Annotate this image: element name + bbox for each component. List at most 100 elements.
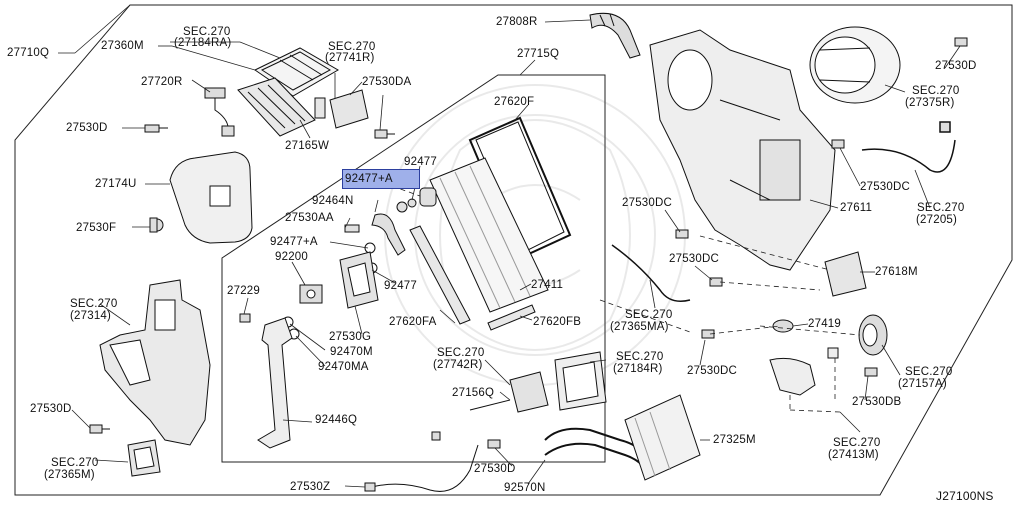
part-label-92470ma: 92470MA [318,361,369,373]
sec-label-27157a: SEC.270 [905,366,953,378]
air-filter-part [237,77,316,137]
part-label-27808r: 27808R [496,16,538,28]
part-label-27530dc-b: 27530DC [622,197,672,209]
sec-label-27184ra: SEC.270 [183,26,231,38]
sec-label-27205: SEC.270 [917,202,965,214]
part-label-27530dc-d: 27530DC [687,365,737,377]
part-label-27611: 27611 [840,202,873,214]
bracket-part [314,89,369,129]
sec-label-27413m: SEC.270 [833,437,881,449]
blower-motor-part [809,26,901,104]
screw-part [239,313,251,323]
leader-lines [58,4,961,488]
part-label-27530db: 27530DB [852,396,902,408]
assembly-frame-outer [14,4,1013,496]
clip-part [149,217,164,233]
part-label-27530f: 27530F [76,222,117,234]
part-label-27620fa: 27620FA [389,316,437,328]
filter-panel-part [554,351,607,411]
sec-ref-27184ra: (27184RA) [174,37,232,49]
part-label-27360m: 27360M [101,40,144,52]
foam-seal-part [589,12,641,59]
part-label-92464n: 92464N [312,195,354,207]
part-label-27229: 27229 [227,285,260,297]
part-label-27174u: 27174U [95,178,137,190]
sec-ref-27205: (27205) [916,214,958,226]
mode-actuator-part [824,251,867,297]
sec-ref-27741r: (27741R) [325,52,375,64]
sensor-bracket-part [204,87,235,137]
part-label-27156q: 27156Q [452,387,495,399]
sec-label-27314: SEC.270 [70,298,118,310]
part-label-92477a: 92477+A [270,236,318,248]
screw-part [487,439,501,449]
part-label-92477-b: 92477 [384,280,417,292]
part-label-92200: 92200 [275,251,308,263]
sec-ref-27365m: (27365M) [44,469,95,481]
part-label-27530d-c: 27530D [474,463,516,475]
sec-ref-27375r: (27375R) [905,97,955,109]
part-label-27530dc-a: 27530DC [860,181,910,193]
sec-ref-27365ma: (27365MA) [610,321,669,333]
part-label-27715q: 27715Q [517,48,560,60]
screw-part [89,424,110,434]
subassembly-frame-inner [221,74,606,463]
part-label-27530g: 27530G [329,331,372,343]
part-label-27530d-b: 27530D [30,403,72,415]
screw-part [144,124,168,133]
expansion-valve-part [299,284,323,304]
screw-part [831,139,845,149]
part-label-27530dc-c: 27530DC [669,253,719,265]
heater-core-part [624,394,701,481]
screw-part [954,37,968,47]
part-label-27530d: 27530D [66,122,108,134]
sec-label-27375r: SEC.270 [912,85,960,97]
sec-label-27184r: SEC.270 [616,351,664,363]
sec-label-27365ma: SEC.270 [625,309,673,321]
seal-strip-part [487,304,536,331]
expansion-bracket-part [339,251,379,309]
evaporator-core-part [429,157,549,313]
part-label-27419: 27419 [808,318,841,330]
cover-plate-part [169,151,253,244]
part-label-27530d-right: 27530D [935,60,977,72]
screw-part [374,129,395,139]
part-label-27720r: 27720R [141,76,183,88]
part-label-27165w: 27165W [285,140,330,152]
fan-part [769,347,878,396]
part-label-92477a-highlighted[interactable]: 92477+A [342,169,420,189]
part-label-27411: 27411 [531,279,564,291]
side-duct-part [99,279,211,446]
part-label-27325m: 27325M [713,434,756,446]
actuator-part [469,371,549,413]
sec-label-27741r: SEC.270 [328,41,376,53]
part-label-27530da: 27530DA [362,76,412,88]
screw-part [675,229,723,339]
part-label-92470m: 92470M [330,346,373,358]
heater-pipe-part [257,317,293,449]
part-label-92446q: 92446Q [315,414,358,426]
diagram-code: J27100NS [936,489,994,503]
part-label-92570n: 92570N [504,482,546,494]
part-label-27530z: 27530Z [290,481,331,493]
seal-strip-part [409,225,471,325]
hvac-housing-part [649,29,836,271]
part-label-27620fb: 27620FB [533,316,582,328]
sec-ref-27742r: (27742R) [433,359,483,371]
part-label-27710q: 27710Q [7,47,50,59]
sec-ref-27184r: (27184R) [613,363,663,375]
gasket-part [772,314,888,356]
part-label-27530aa: 27530AA [285,212,334,224]
watermark-seal [384,84,686,386]
duct-seal-part [127,439,161,477]
part-label-92477: 92477 [404,156,437,168]
sec-ref-27157a: (27157A) [898,378,947,390]
part-label-27620f: 27620F [494,96,535,108]
sec-ref-27413m: (27413M) [828,449,879,461]
part-label-27618m: 27618M [875,266,918,278]
sec-ref-27314: (27314) [70,310,112,322]
drain-hose-part [611,244,691,302]
sec-label-27365m: SEC.270 [51,457,99,469]
sensor-wire-part [861,121,956,173]
